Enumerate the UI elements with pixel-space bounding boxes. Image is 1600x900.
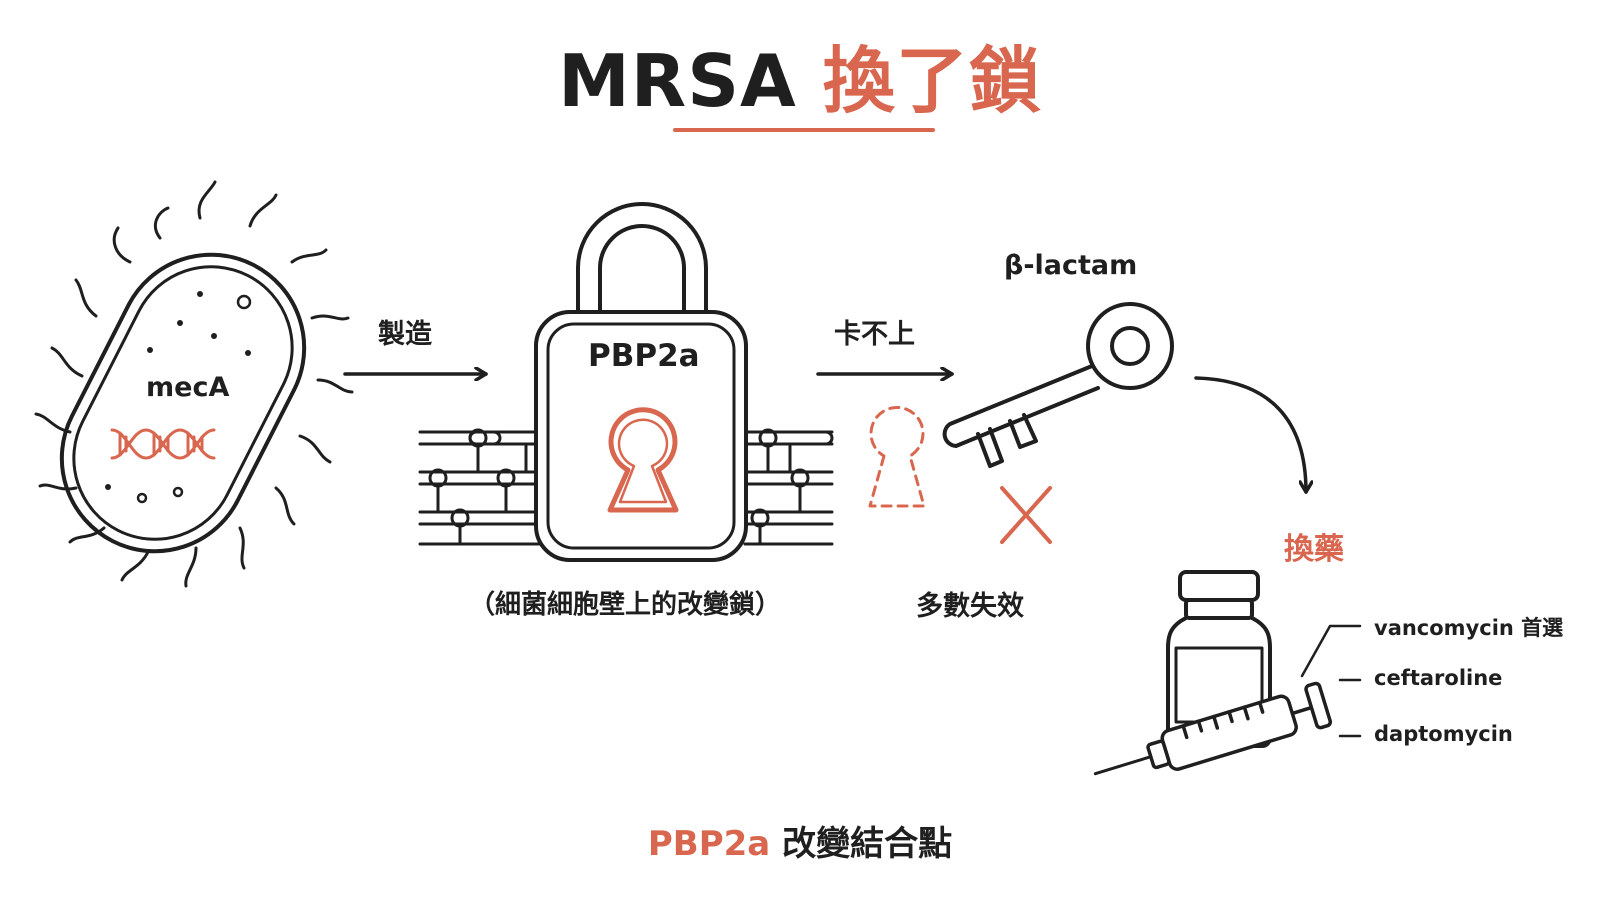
dashed-keyhole-icon — [868, 406, 926, 508]
lock-label: PBP2a — [588, 338, 700, 374]
drug-pointer-lines — [1300, 624, 1362, 738]
switch-arrow — [1194, 376, 1306, 494]
fail-x-icon — [1000, 486, 1052, 544]
footer-accent: PBP2a — [647, 824, 771, 864]
key-label: β-lactam — [1004, 250, 1138, 281]
title-accent: 換了鎖 — [822, 39, 1042, 123]
keyhole-icon — [607, 407, 679, 513]
bacterium-icon — [34, 180, 354, 588]
key-icon — [942, 302, 1174, 468]
drug-item-daptomycin: daptomycin — [1374, 722, 1513, 746]
footer-caption: PBP2a 改變結合點 — [0, 816, 1600, 865]
cell-wall-lattice — [418, 428, 834, 546]
padlock-icon — [534, 202, 748, 562]
footer-text: 改變結合點 — [782, 824, 953, 864]
cytoplasm-dots — [105, 291, 251, 490]
gene-label: mecA — [146, 372, 230, 403]
switch-label: 換藥 — [1284, 532, 1344, 567]
drug-item-ceftaroline: ceftaroline — [1374, 666, 1503, 690]
page-title: MRSA 換了鎖 — [0, 22, 1600, 127]
dna-icon — [110, 428, 216, 460]
syringe-icon — [1093, 681, 1333, 776]
flagella — [34, 180, 354, 588]
title-main: MRSA — [558, 39, 797, 123]
make-label: 製造 — [378, 319, 432, 350]
title-underline — [673, 128, 935, 132]
result-label: 多數失效 — [916, 591, 1024, 622]
drug-item-vancomycin: vancomycin 首選 — [1374, 616, 1564, 640]
lock-caption: （細菌細胞壁上的改變鎖） — [468, 590, 781, 620]
no-fit-label: 卡不上 — [834, 319, 915, 350]
